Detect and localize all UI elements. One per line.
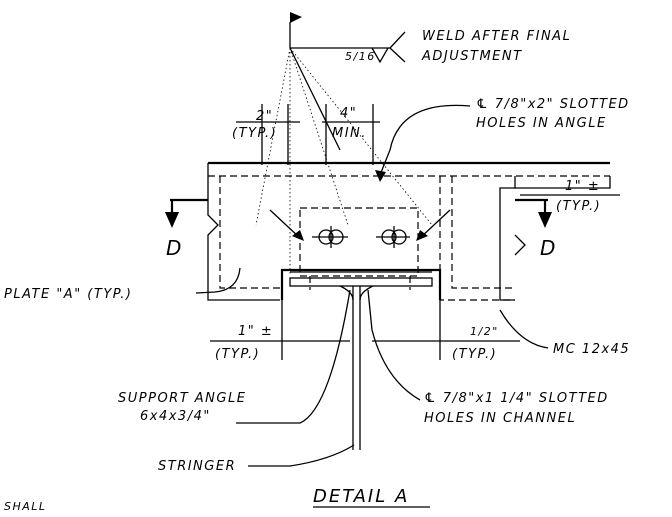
footer-fragment: SHALL (4, 500, 47, 513)
stringer (339, 285, 374, 450)
dim-edge-2in: 2" (TYP.) (232, 104, 300, 165)
dim-gap-right-label: 1" ± (565, 179, 600, 194)
weld-size: 5/16 (345, 50, 376, 63)
channel-outline (207, 161, 611, 301)
angle-holes-line2: HOLES IN ANGLE (476, 116, 607, 131)
dim-spacing-min: MIN. (332, 126, 367, 141)
dim-gap-right-typ: (TYP.) (556, 199, 601, 214)
channel-holes-line2: HOLES IN CHANNEL (424, 411, 576, 426)
weld-symbol: 5/16 WELD AFTER FINAL ADJUSTMENT (255, 12, 571, 275)
dim-gap-right: 1" ± (TYP.) (520, 179, 620, 214)
dim-gap-left-typ: (TYP.) (215, 347, 260, 362)
dim-spacing-label: 4" (340, 106, 357, 121)
callout-channel: MC 12x45 (499, 309, 630, 357)
dim-edge-label: 2" (256, 109, 273, 124)
callout-stringer: STRINGER (158, 444, 355, 474)
dim-half-label: 1/2" (470, 325, 499, 338)
callout-channel-holes: ℄ 7/8"x1 1/4" SLOTTED HOLES IN CHANNEL (367, 289, 609, 426)
support-angle-line1: SUPPORT ANGLE (118, 391, 246, 406)
bearing-plate (280, 268, 442, 300)
section-mark-left: D (165, 198, 208, 260)
plate-a-label: PLATE "A" (TYP.) (4, 287, 133, 302)
dim-gap-left-label: 1" ± (238, 324, 273, 339)
callout-support-angle: SUPPORT ANGLE 6x4x3/4" (118, 289, 351, 424)
dim-half: 1/2" (TYP.) (372, 300, 520, 362)
dim-spacing-4in: 4" MIN. (322, 104, 380, 165)
section-mark-right: D (515, 198, 557, 260)
weld-note-line2: ADJUSTMENT (421, 49, 523, 64)
callout-angle-holes: ℄ 7/8"x2" SLOTTED HOLES IN ANGLE (375, 97, 630, 182)
dim-half-typ: (TYP.) (452, 347, 497, 362)
detail-title: DETAIL A (313, 486, 409, 507)
dim-gap-left: 1" ± (TYP.) (210, 300, 350, 362)
section-right-d: D (540, 236, 557, 260)
dim-edge-typ: (TYP.) (232, 126, 277, 141)
weld-note-line1: WELD AFTER FINAL (422, 29, 571, 44)
channel-label: MC 12x45 (553, 342, 630, 357)
channel-holes-line1: ℄ 7/8"x1 1/4" SLOTTED (424, 391, 609, 406)
support-angle-line2: 6x4x3/4" (140, 409, 211, 424)
callout-plate-a: PLATE "A" (TYP.) (4, 267, 241, 302)
stringer-label: STRINGER (158, 459, 236, 474)
angle-holes-line1: ℄ 7/8"x2" SLOTTED (476, 97, 630, 112)
section-left-d: D (166, 236, 183, 260)
